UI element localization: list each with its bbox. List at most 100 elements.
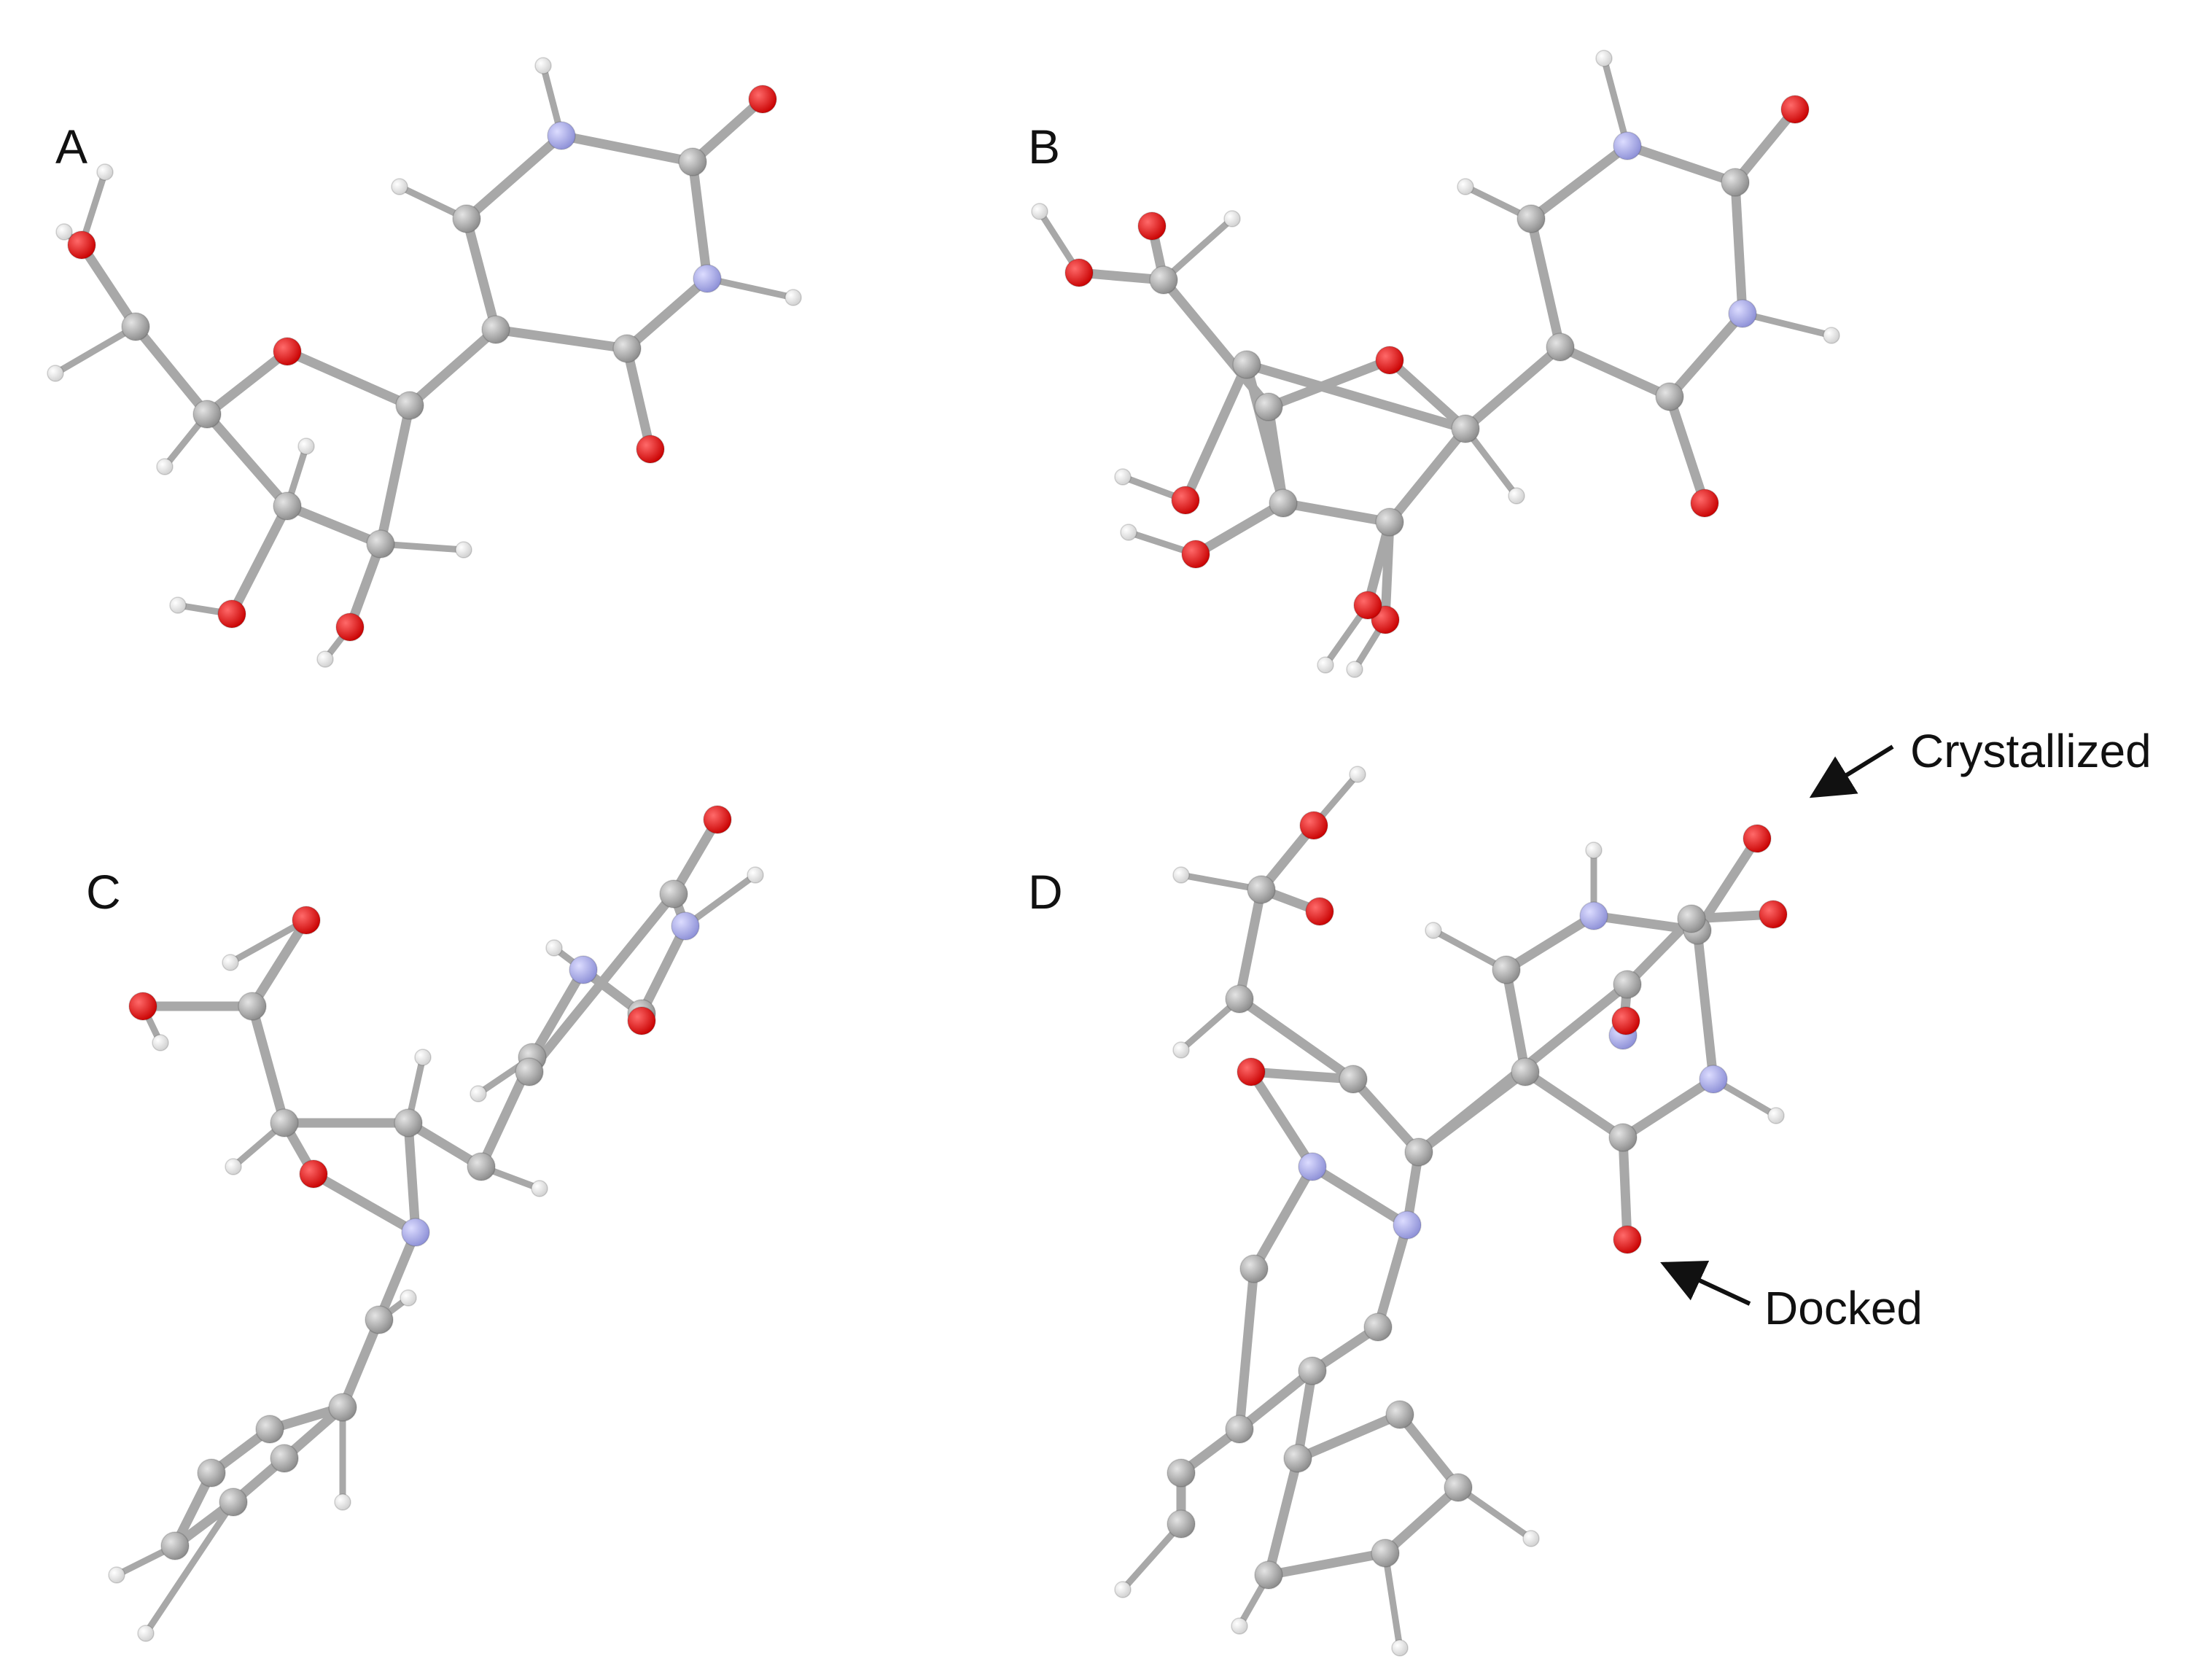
bond <box>622 273 712 354</box>
bond <box>1234 1366 1317 1434</box>
bond <box>669 814 723 899</box>
bond <box>1363 517 1395 610</box>
nitrogen-atom <box>1298 1152 1327 1181</box>
oxygen-atom <box>1743 824 1772 853</box>
hydrogen-atom <box>1031 203 1048 220</box>
nitrogen-atom <box>547 121 576 150</box>
hydrogen-atom <box>152 1034 169 1051</box>
bond <box>1455 1484 1535 1542</box>
bond <box>1555 342 1675 402</box>
hydrogen-atom <box>545 939 563 957</box>
bond <box>1293 1366 1317 1463</box>
bond <box>282 346 415 411</box>
nitrogen-atom <box>1728 299 1757 328</box>
oxygen-atom <box>128 992 157 1021</box>
crystallized-label: Crystallized <box>1910 725 2152 777</box>
oxygen-atom <box>67 230 96 260</box>
bond <box>704 275 797 301</box>
bond <box>202 409 292 511</box>
bond <box>688 157 712 284</box>
bond <box>1160 215 1236 284</box>
carbon-atom <box>1247 875 1276 904</box>
bond <box>1249 1162 1317 1274</box>
bond <box>247 1001 289 1128</box>
carbon-atom <box>1225 984 1254 1014</box>
nitrogen-atom <box>671 911 700 941</box>
bond <box>375 400 415 549</box>
carbon-atom <box>515 1057 544 1086</box>
bond <box>462 214 501 335</box>
hydrogen-atom <box>108 1566 125 1584</box>
carbon-atom <box>1677 904 1706 933</box>
nitrogen-atom <box>1393 1210 1422 1240</box>
carbon-atom <box>273 491 302 521</box>
hydrogen-atom <box>222 954 239 971</box>
hydrogen-atom <box>1346 661 1363 678</box>
carbon-atom <box>1239 1254 1269 1283</box>
bond <box>462 131 566 224</box>
bond <box>1242 359 1288 508</box>
oxygen-atom <box>636 435 665 464</box>
molecule-panel-a <box>47 57 802 668</box>
carbon-atom <box>1655 382 1684 411</box>
nitrogen-atom <box>401 1218 430 1247</box>
hydrogen-atom <box>169 596 187 614</box>
molecule-panel-d <box>1114 766 1788 1657</box>
bond <box>688 94 768 167</box>
oxygen-atom <box>1611 1006 1640 1035</box>
hydrogen-atom <box>1391 1639 1409 1657</box>
bond <box>1664 308 1748 402</box>
hydrogen-atom <box>47 365 64 382</box>
bond <box>1501 965 1530 1077</box>
bond <box>1414 1067 1530 1157</box>
bond <box>1234 884 1266 1004</box>
oxygen-atom <box>217 599 246 629</box>
carbon-atom <box>1385 1400 1414 1429</box>
carbon-atom <box>1511 1057 1540 1086</box>
bond <box>1180 359 1252 505</box>
bond <box>338 1315 384 1412</box>
carbon-atom <box>328 1393 357 1422</box>
carbon-atom <box>394 1108 423 1138</box>
bond <box>1692 925 1718 1084</box>
docked-label: Docked <box>1764 1282 1923 1334</box>
oxygen-atom <box>1137 211 1167 241</box>
hydrogen-atom <box>334 1493 351 1511</box>
hydrogen-atom <box>137 1625 155 1642</box>
hydrogen-atom <box>1223 210 1241 228</box>
bond <box>556 131 698 167</box>
hydrogen-atom <box>1767 1107 1785 1124</box>
carbon-atom <box>365 1305 394 1334</box>
bond <box>1242 359 1471 434</box>
hydrogen-atom <box>225 1158 242 1175</box>
hydrogen-atom <box>156 458 174 475</box>
bond <box>1501 911 1599 975</box>
bond <box>1462 425 1520 499</box>
hydrogen-atom <box>55 223 73 241</box>
hydrogen-atom <box>96 163 114 181</box>
carbon-atom <box>1149 265 1178 295</box>
carbon-atom <box>270 1444 299 1473</box>
bond <box>1385 355 1471 434</box>
carbon-atom <box>1613 970 1642 999</box>
bond <box>52 323 139 377</box>
carbon-atom <box>1492 955 1521 984</box>
carbon-atom <box>612 334 642 363</box>
bond <box>1526 141 1632 224</box>
bond <box>403 1118 421 1237</box>
hydrogen-atom <box>747 866 764 884</box>
bond <box>1264 355 1395 412</box>
carbon-atom <box>197 1458 226 1488</box>
bond <box>374 1227 421 1325</box>
bond <box>1278 498 1395 527</box>
carbon-atom <box>1298 1356 1327 1385</box>
carbon-atom <box>270 1108 299 1138</box>
oxygen-atom <box>273 337 302 366</box>
bond <box>1730 104 1800 187</box>
carbon-atom <box>395 391 424 420</box>
bond <box>1293 1409 1405 1463</box>
carbon-atom <box>1371 1539 1400 1568</box>
panel-label-c: C <box>86 865 121 919</box>
carbon-atom <box>366 529 395 559</box>
carbon-atom <box>192 400 222 429</box>
